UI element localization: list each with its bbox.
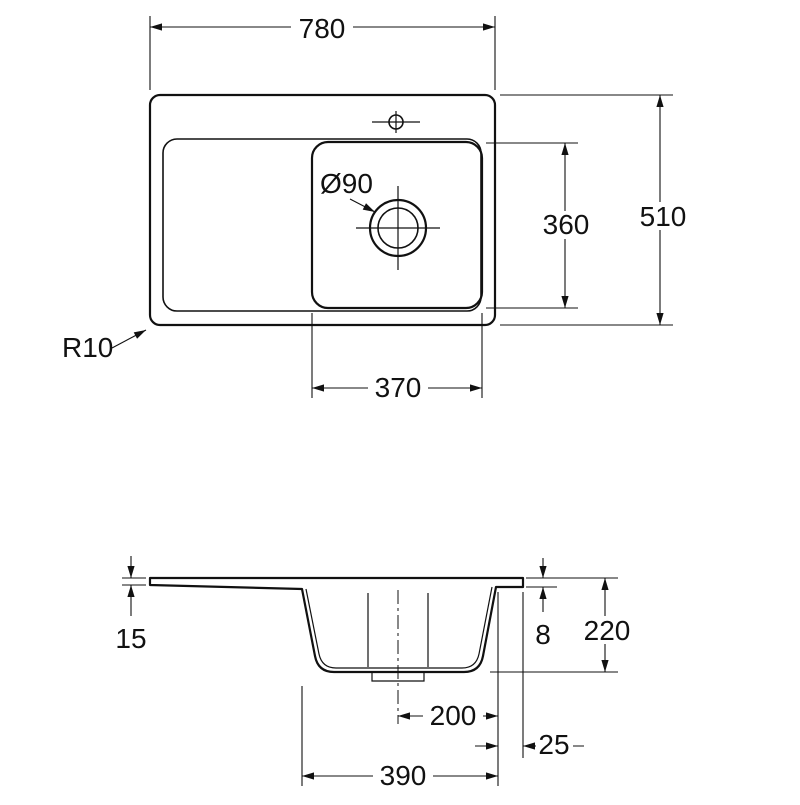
tap-hole-circle [388,114,404,130]
drain-hole [356,186,440,270]
dim-label-25: 25 [538,729,569,760]
dim-bowl-width-section: 390 [302,760,498,791]
dim-overall-height: 510 [500,94,693,326]
dim-label-360: 360 [543,209,590,240]
bowl-outline-top [310,140,484,310]
drain-inner-circle [377,207,419,249]
dim-label-220: 220 [584,615,631,646]
dim-label-15: 15 [115,623,146,654]
leader-line [111,329,147,349]
drain-outlet-stub [371,672,425,682]
sink-section-profile [148,576,525,674]
dim-label-390: 390 [380,760,427,791]
dim-overall-depth: 220 [490,578,638,673]
label-mask [633,202,693,230]
callout-drain-diameter: Ø90 [320,168,376,213]
dim-rim-overhang: 25 [475,729,584,760]
label-mask [368,374,428,402]
bowl-inner-surface [305,586,493,669]
sink-outline-top [148,93,497,327]
dim-label-r10: R10 [62,332,113,363]
label-mask [291,13,353,41]
tap-hole [372,111,420,133]
dim-bowl-width: 370 [311,313,483,403]
dim-label-200: 200 [430,700,477,731]
label-mask [536,732,573,759]
label-mask [536,211,596,239]
dim-drain-offset: 200 [398,700,498,731]
dim-left-rim-thickness: 15 [115,556,147,654]
callout-corner-radius: R10 [62,329,147,363]
top-view: 780 510 360 370 Ø90 [62,13,693,403]
recess-outline [162,138,482,312]
label-mask [373,762,433,790]
dim-label-diameter-90: Ø90 [320,168,373,199]
label-mask [576,616,638,644]
label-mask [423,702,483,730]
leader-line [349,198,376,213]
dim-overall-width: 780 [149,13,496,90]
section-view: 15 8 220 200 [115,556,638,791]
dim-label-780: 780 [299,13,346,44]
dim-label-370: 370 [375,372,422,403]
dim-label-510: 510 [640,201,687,232]
drain-outer-circle [368,198,428,258]
dim-label-8: 8 [535,619,551,650]
dim-bowl-height: 360 [486,142,596,309]
